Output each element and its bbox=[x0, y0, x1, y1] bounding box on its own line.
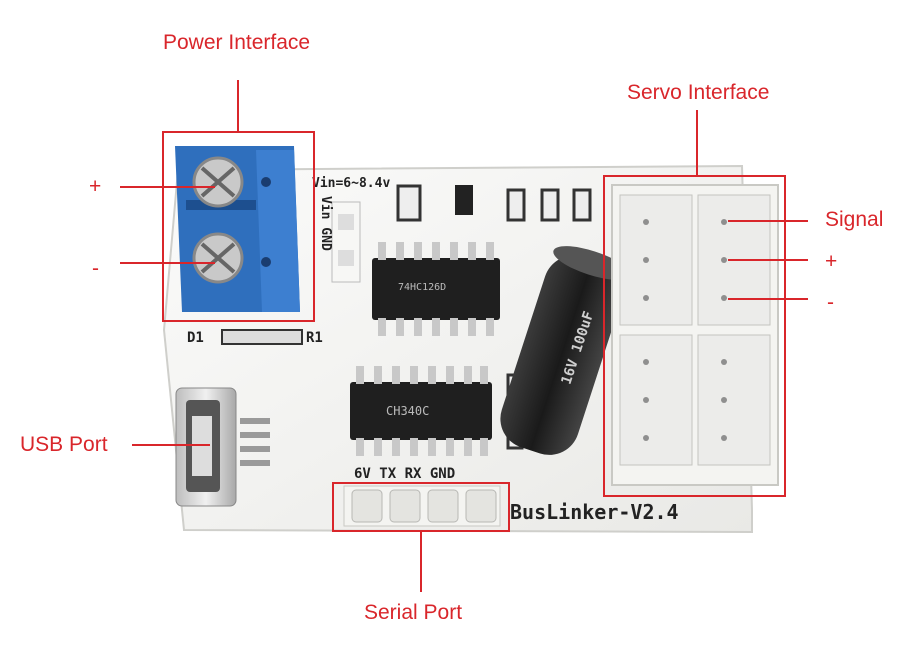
electrolytic-capacitor bbox=[500, 246, 630, 455]
r1-label: R1 bbox=[306, 330, 323, 346]
power-interface-label: Power Interface bbox=[163, 31, 311, 54]
d1-label: D1 bbox=[187, 330, 204, 346]
power-plus-leader bbox=[120, 186, 215, 188]
power-interface-box bbox=[162, 131, 315, 322]
servo-connectors bbox=[611, 184, 779, 486]
serial-port-box bbox=[332, 482, 510, 532]
servo-minus-leader bbox=[728, 298, 808, 300]
usb-port-label: USB Port bbox=[20, 433, 108, 456]
servo-interface-box bbox=[603, 175, 786, 497]
chip-ch340c bbox=[350, 366, 492, 456]
power-minus-label: - bbox=[92, 257, 99, 280]
vin-voltage-label: Vin=6~8.4v bbox=[312, 176, 391, 191]
serial-header bbox=[343, 485, 501, 527]
vin-gnd-label: Vin GND bbox=[318, 196, 333, 251]
power-plus-label: + bbox=[89, 175, 102, 198]
chip-74hc126-marking: 74HC126D bbox=[398, 282, 447, 293]
power-minus-leader bbox=[120, 262, 215, 264]
servo-minus-label: - bbox=[827, 291, 834, 314]
signal-label: Signal bbox=[825, 208, 884, 231]
servo-interface-label: Servo Interface bbox=[627, 81, 770, 104]
chip-ch340c-marking: CH340C bbox=[386, 404, 430, 418]
board-model-label: BusLinker-V2.4 bbox=[510, 500, 679, 524]
vin-header bbox=[331, 201, 361, 283]
servo-interface-leader bbox=[696, 110, 698, 176]
chip-74hc126 bbox=[372, 242, 500, 336]
servo-plus-label: + bbox=[825, 250, 838, 273]
usb-port-leader bbox=[132, 444, 210, 446]
serial-pin-labels: 6V TX RX GND bbox=[354, 466, 456, 482]
serial-port-leader bbox=[420, 532, 422, 592]
signal-leader bbox=[728, 220, 808, 222]
servo-plus-leader bbox=[728, 259, 808, 261]
usb-connector bbox=[175, 387, 270, 507]
power-interface-leader bbox=[237, 80, 239, 132]
serial-port-label: Serial Port bbox=[364, 601, 463, 624]
